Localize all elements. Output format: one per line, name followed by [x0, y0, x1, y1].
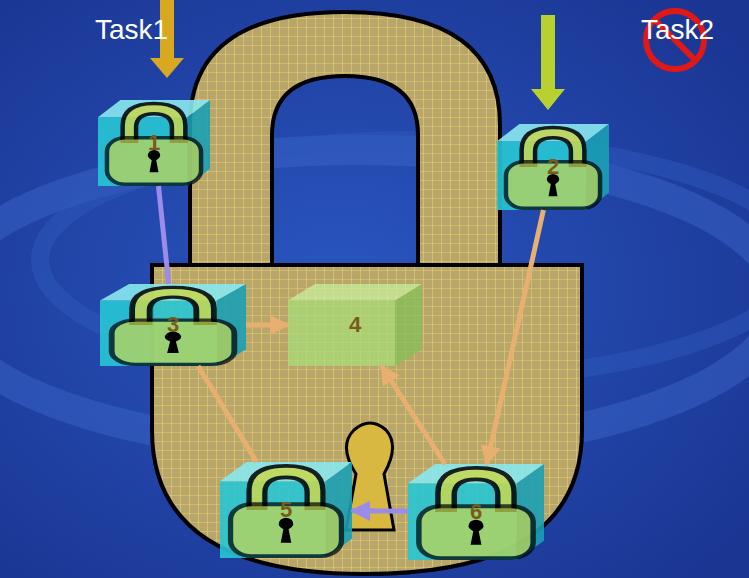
- locked-box: 2: [497, 124, 609, 210]
- locked-box: 1: [98, 100, 210, 186]
- locked-box: 3: [100, 284, 246, 366]
- task-arrow: [150, 58, 184, 78]
- box-number: 4: [349, 312, 361, 338]
- box-number: 5: [280, 497, 292, 523]
- data-box: 4: [288, 284, 422, 366]
- box-number: 6: [470, 499, 482, 525]
- task-arrow: [541, 15, 555, 91]
- task-arrow: [531, 89, 565, 110]
- box-number: 3: [167, 312, 179, 338]
- padlock-shackle: [190, 12, 500, 268]
- connector-line: [382, 366, 445, 464]
- box-side: [395, 284, 422, 366]
- task-label: Task1: [95, 14, 168, 46]
- keyhole: [346, 423, 394, 530]
- connector-line: [246, 323, 288, 328]
- box-number-group: 4: [288, 284, 422, 366]
- connector-line: [198, 366, 257, 462]
- task-label: Task2: [641, 14, 714, 46]
- box-number-group: 6: [408, 464, 544, 560]
- locked-box: 5: [220, 462, 352, 558]
- box-number-group: 2: [497, 124, 609, 210]
- box-number: 1: [148, 130, 160, 156]
- connector-line: [158, 186, 168, 284]
- box-number-group: 3: [100, 284, 246, 366]
- box-number-group: 5: [220, 462, 352, 558]
- connector-line: [352, 508, 408, 514]
- connector-line: [487, 210, 544, 464]
- locked-box: 6: [408, 464, 544, 560]
- box-number: 2: [547, 154, 559, 180]
- box-number-group: 1: [98, 100, 210, 186]
- box-front: [288, 300, 395, 366]
